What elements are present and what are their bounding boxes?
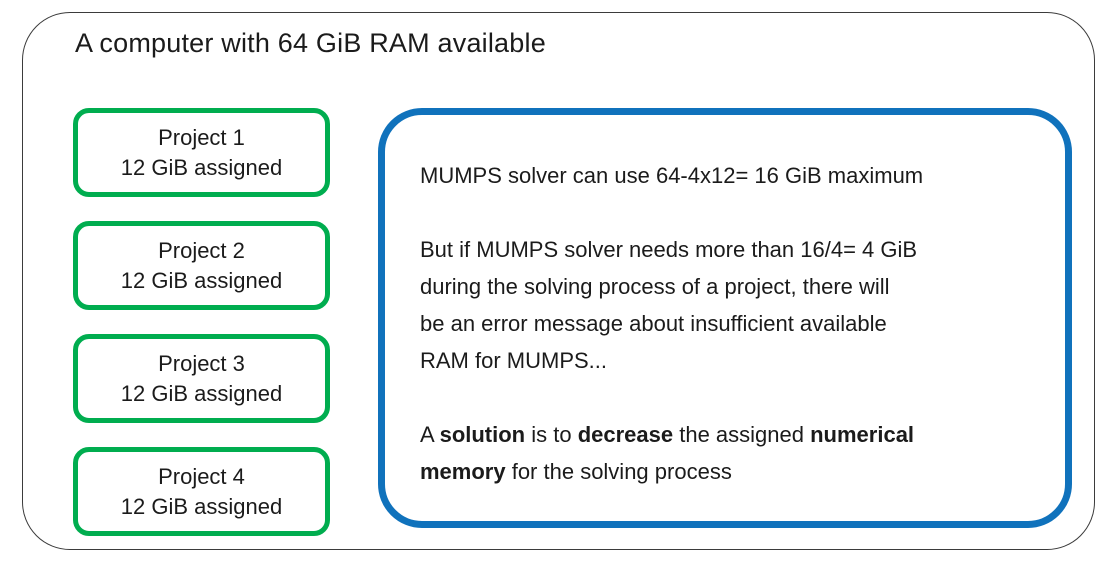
project-memory: 12 GiB assigned — [120, 380, 283, 406]
project-box-3: Project 3 12 GiB assigned — [73, 334, 330, 423]
project-name: Project 3 — [158, 350, 245, 376]
diagram-title: A computer with 64 GiB RAM available — [75, 28, 546, 58]
note-para-warning: But if MUMPS solver needs more than 16/4… — [420, 231, 1037, 379]
project-name: Project 4 — [158, 463, 245, 489]
project-memory: 12 GiB assigned — [120, 154, 283, 180]
project-box-1: Project 1 12 GiB assigned — [73, 108, 330, 197]
projects-column: Project 1 12 GiB assigned Project 2 12 G… — [73, 108, 330, 536]
warning-line-4: RAM for MUMPS... — [420, 348, 608, 373]
project-memory: 12 GiB assigned — [120, 493, 283, 519]
solution-line-2: memory for the solving process — [420, 459, 732, 484]
note-para-solution: A solution is to decrease the assigned n… — [420, 416, 1037, 490]
warning-line-2: during the solving process of a project,… — [420, 274, 890, 299]
project-name: Project 2 — [158, 237, 245, 263]
solution-line-1: A solution is to decrease the assigned n… — [420, 422, 915, 447]
warning-line-3: be an error message about insufficient a… — [420, 311, 887, 336]
mumps-note-box: MUMPS solver can use 64-4x12= 16 GiB max… — [378, 108, 1072, 528]
project-box-2: Project 2 12 GiB assigned — [73, 221, 330, 310]
project-memory: 12 GiB assigned — [120, 267, 283, 293]
note-para-maximum: MUMPS solver can use 64-4x12= 16 GiB max… — [420, 157, 1037, 194]
note-max-line: MUMPS solver can use 64-4x12= 16 GiB max… — [420, 163, 924, 188]
warning-line-1: But if MUMPS solver needs more than 16/4… — [420, 237, 918, 262]
project-name: Project 1 — [158, 124, 245, 150]
project-box-4: Project 4 12 GiB assigned — [73, 447, 330, 536]
